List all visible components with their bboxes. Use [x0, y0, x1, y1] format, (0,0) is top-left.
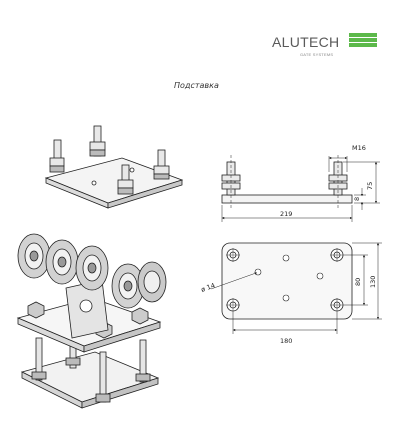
dim-height: 75 — [366, 182, 374, 190]
brand-bars-icon — [349, 33, 377, 48]
dim-bolt-spacing-horizontal: 180 — [280, 337, 292, 345]
drawing-caption: Подставка — [174, 81, 219, 90]
dim-bolt-spacing-vertical: 80 — [354, 278, 362, 286]
brand-tagline: GATE SYSTEMS — [300, 52, 334, 57]
dim-plate-width: 219 — [280, 210, 292, 218]
top-view-dimensions — [210, 242, 382, 334]
mount-hole-icon — [254, 254, 324, 302]
dim-plate-depth: 130 — [369, 276, 377, 288]
base-plate-isometric — [44, 125, 184, 209]
dim-thread: M16 — [352, 144, 366, 152]
roller-carriage-assembly — [16, 233, 167, 409]
brand-name: ALUTECH — [272, 34, 340, 50]
dim-hole-diameter: ø 14 — [200, 281, 216, 293]
top-view — [221, 242, 353, 320]
roller-wheel-icon — [17, 233, 167, 309]
front-view — [221, 155, 353, 210]
dim-plate-thickness: 8 — [353, 197, 361, 201]
front-view-dimensions — [221, 156, 380, 222]
